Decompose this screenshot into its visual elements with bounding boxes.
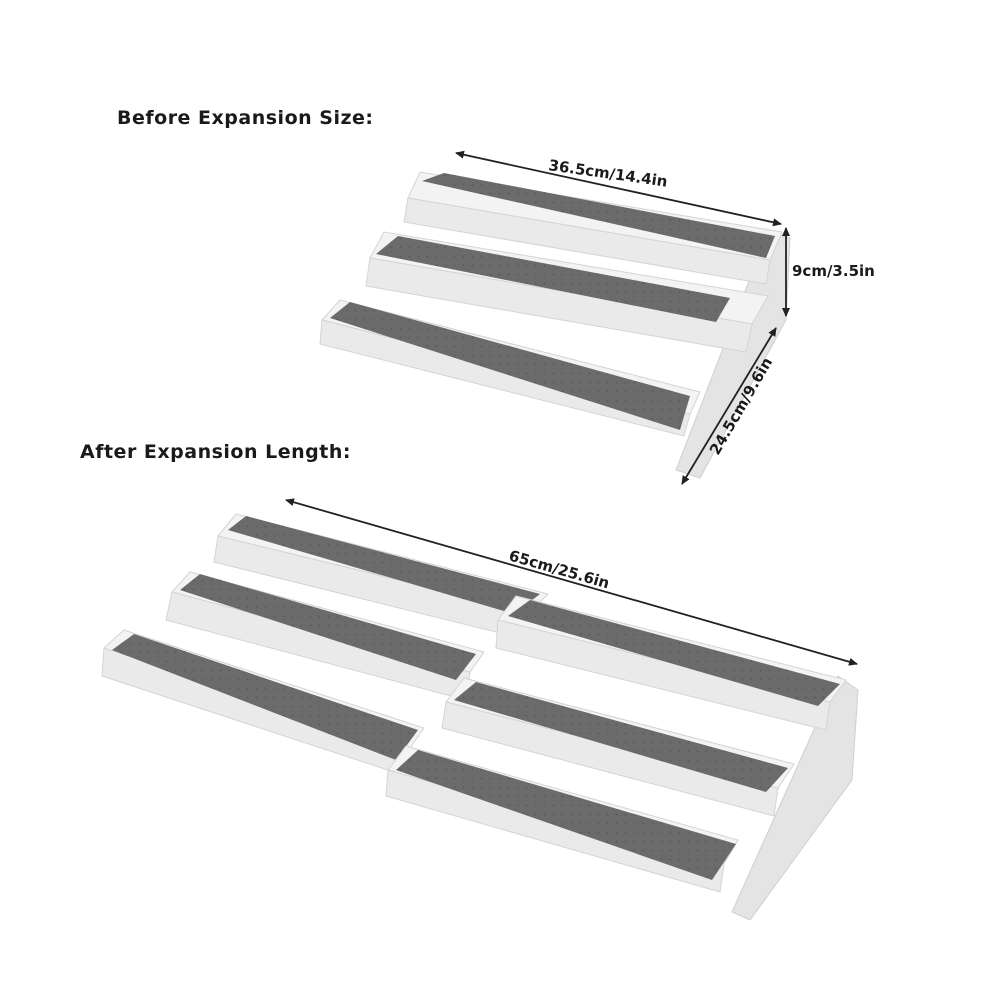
- before-width-arrow: [455, 150, 782, 227]
- after-shelf: [101, 513, 859, 921]
- after-expansion-heading: After Expansion Length:: [80, 441, 351, 463]
- before-height-label: 9cm/3.5in: [792, 262, 875, 280]
- before-tier1-mat: [330, 302, 690, 430]
- after-width-arrow: [285, 498, 858, 666]
- before-tier2-mat: [376, 236, 730, 322]
- before-depth-arrow: [681, 327, 777, 485]
- after-right-tier2-mat: [454, 682, 788, 792]
- after-width-label: 65cm/25.6in: [507, 547, 612, 593]
- after-right-tier1-mat: [396, 750, 736, 880]
- before-expansion-heading: Before Expansion Size:: [117, 107, 374, 129]
- after-left-tier1-mat: [112, 634, 418, 760]
